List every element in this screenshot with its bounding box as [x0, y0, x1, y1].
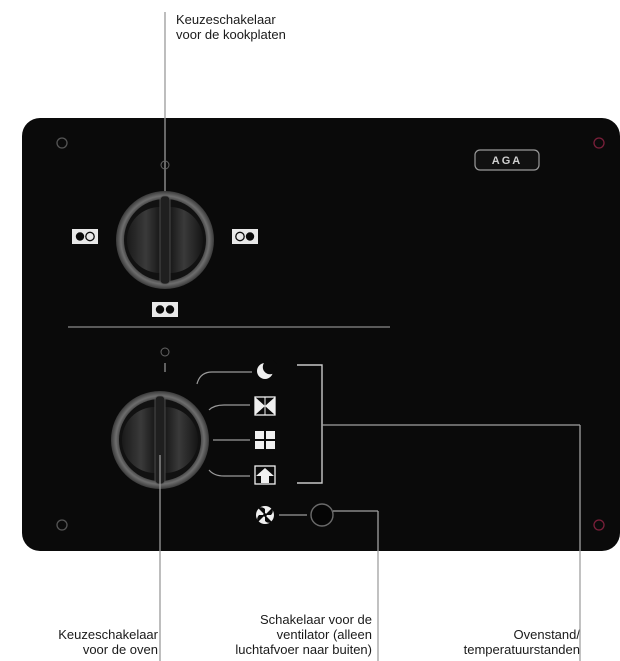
hob-knob-top-marker [160, 160, 170, 170]
oven-settings-label-line2: temperatuurstanden [463, 642, 580, 657]
fan-icon [256, 506, 274, 524]
hob-both-plates-icon [152, 302, 178, 317]
hob-selector-label-line1: Keuzeschakelaar [176, 12, 276, 27]
hob-selector-label-line2: voor de kookplaten [176, 27, 286, 42]
screw-top-left [56, 137, 68, 149]
fan-switch-label-line3: luchtafvoer naar buiten) [235, 642, 372, 657]
aga-logo: AGA [474, 149, 540, 171]
fan-switch-label-line2: ventilator (alleen [276, 627, 372, 642]
screw-bottom-left [56, 519, 68, 531]
oven-mode-1-connector [196, 371, 252, 385]
oven-mode-2-connector [208, 404, 250, 411]
oven-selector-label: Keuzeschakelaar voor de oven [58, 627, 158, 657]
oven-modes-bracket [297, 364, 323, 484]
hob-left-plate-icon [72, 229, 98, 244]
oven-selector-label-line1: Keuzeschakelaar [58, 627, 158, 642]
moon-icon [257, 359, 278, 379]
hob-selector-knob[interactable] [116, 191, 214, 289]
oven-settings-label: Ovenstand/ temperatuurstanden [464, 627, 580, 657]
oven-settings-label-line1: Ovenstand/ [513, 627, 581, 642]
oven-knob-top-marker [160, 347, 170, 357]
screw-top-right [593, 137, 605, 149]
oven-selector-label-line2: voor de oven [82, 642, 158, 657]
hob-selector-label: Keuzeschakelaar voor de kookplaten [176, 12, 286, 42]
grill-full-icon [254, 396, 276, 416]
panel-body [22, 118, 620, 551]
oven-selector-knob[interactable] [111, 391, 209, 489]
fan-switch-button[interactable] [310, 503, 334, 527]
aga-logo-text: AGA [492, 155, 522, 167]
fan-switch-label-line1: Schakelaar voor de [259, 612, 372, 627]
fan-switch-label: Schakelaar voor de ventilator (alleen lu… [235, 612, 372, 657]
screw-bottom-right [593, 519, 605, 531]
hob-right-plate-icon [232, 229, 258, 244]
oven-mode-4-connector [208, 469, 250, 477]
oven-top-heat-icon [254, 465, 276, 485]
oven-grid-icon [255, 431, 275, 449]
